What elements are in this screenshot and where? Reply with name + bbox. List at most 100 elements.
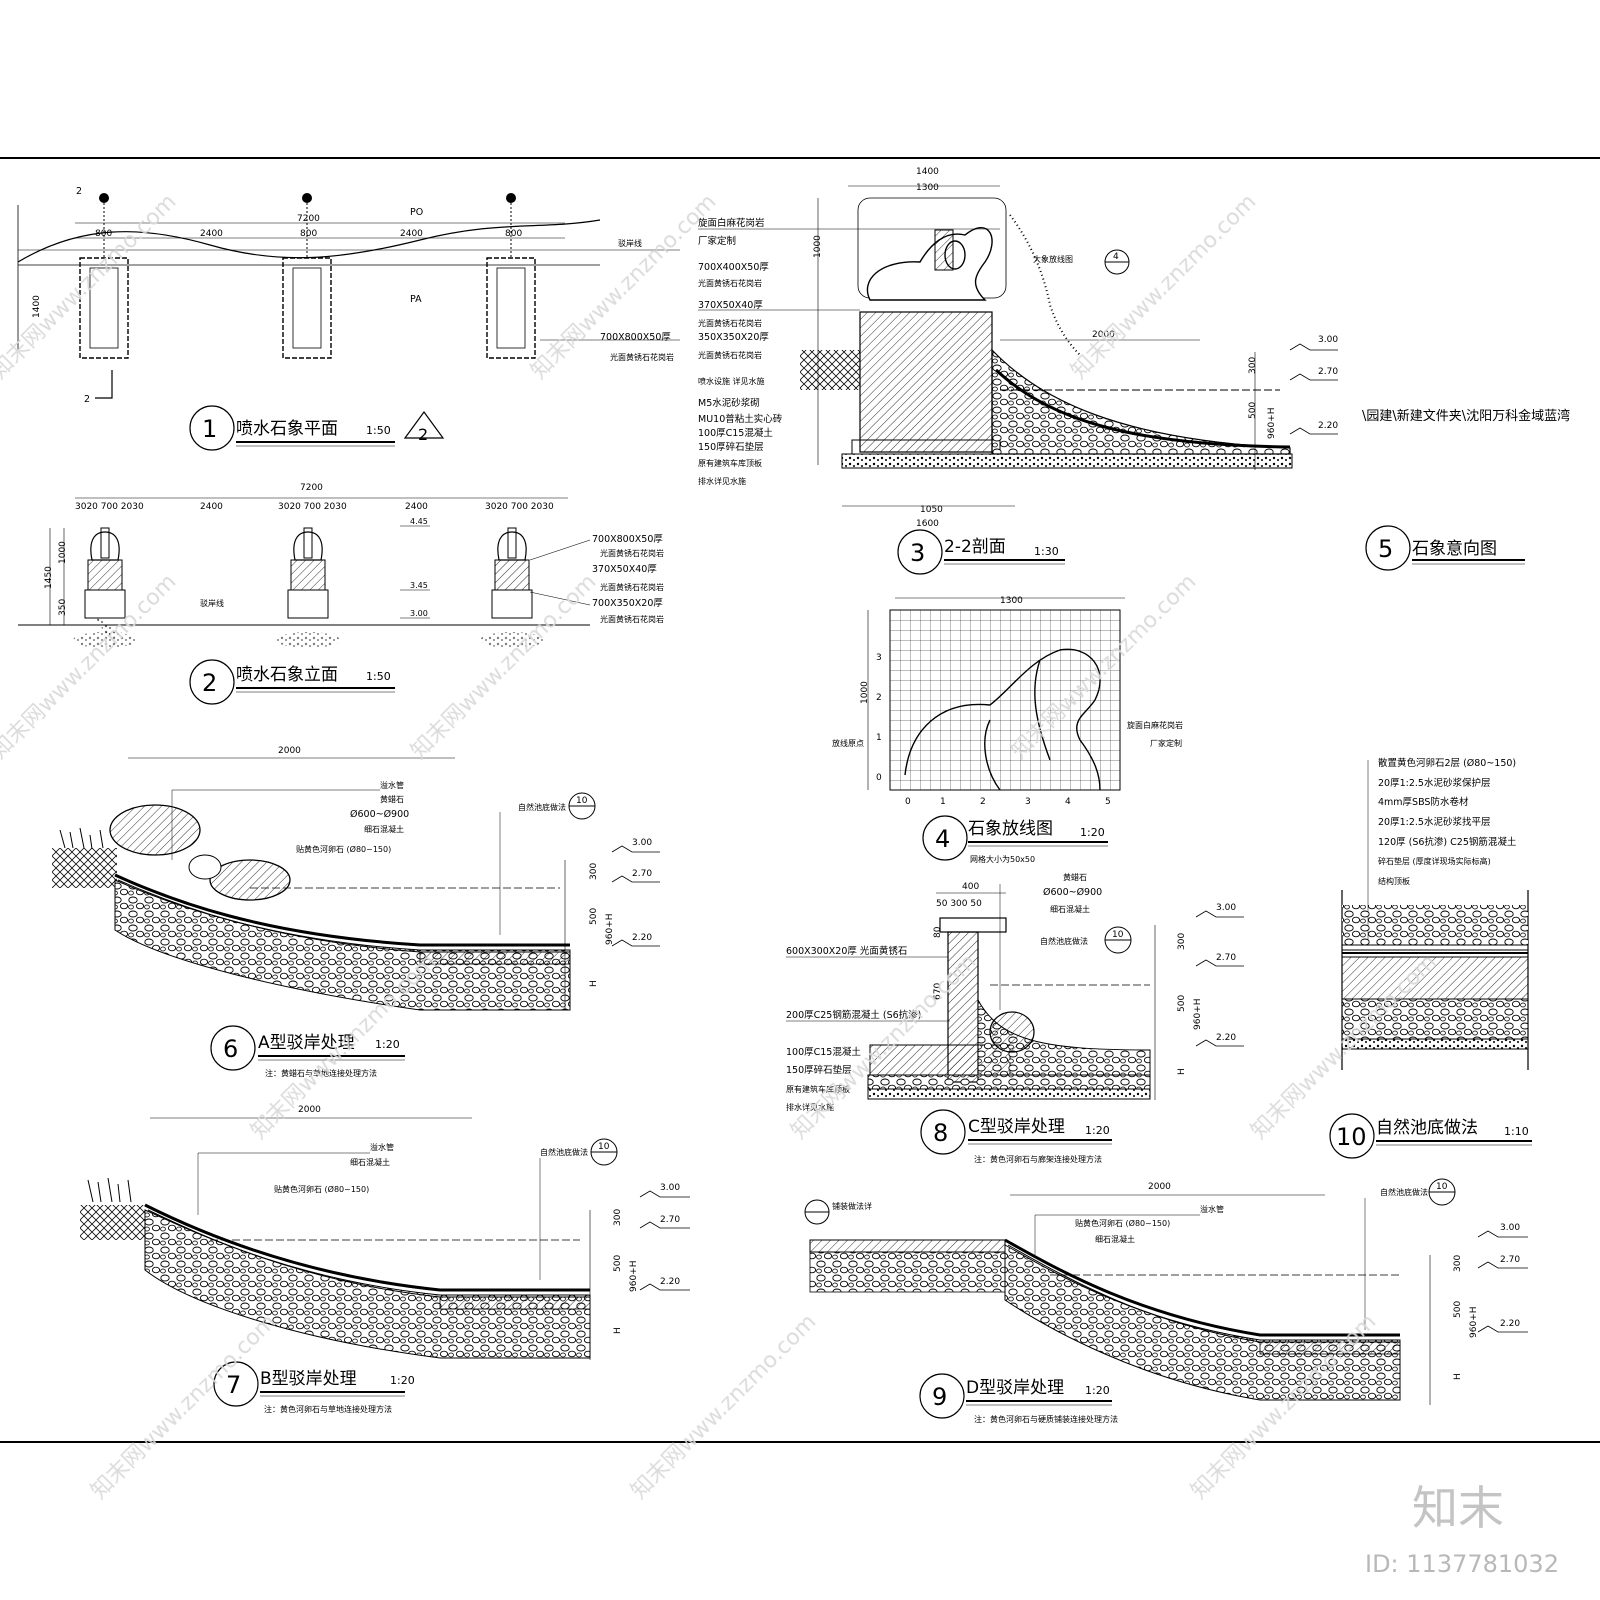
svg-text:厂家定制: 厂家定制	[1150, 738, 1182, 748]
svg-text:3.00: 3.00	[1318, 335, 1338, 345]
svg-text:1000: 1000	[813, 235, 823, 258]
elevation-elephant-1	[84, 527, 126, 638]
svg-text:知末网www.znzmo.com: 知末网www.znzmo.com	[87, 1309, 282, 1504]
section-elephant-head	[866, 227, 993, 301]
svg-text:2: 2	[84, 394, 90, 405]
svg-text:自然池底做法: 自然池底做法	[1380, 1187, 1428, 1197]
svg-text:光面黄锈石花岗岩: 光面黄锈石花岗岩	[600, 582, 664, 592]
svg-text:溢水管: 溢水管	[380, 780, 404, 790]
svg-text:Ø600~Ø900: Ø600~Ø900	[1043, 887, 1102, 898]
svg-text:4: 4	[1113, 252, 1119, 262]
svg-text:960+H: 960+H	[629, 1261, 639, 1293]
svg-text:3.00: 3.00	[632, 838, 652, 848]
drawing-3-title: 2-2剖面	[944, 537, 1006, 557]
svg-text:1:20: 1:20	[1085, 1124, 1110, 1137]
svg-text:50 300 50: 50 300 50	[936, 899, 982, 909]
drawing-4-title: 石象放线图	[968, 819, 1053, 839]
svg-text:大象放线图: 大象放线图	[1033, 254, 1073, 264]
drawing-1-plan: 7200 800 2400 800 2400 800 1400 PO PA 驳岸…	[17, 186, 680, 451]
svg-text:500: 500	[1453, 1301, 1463, 1318]
svg-text:网格大小为50x50: 网格大小为50x50	[970, 854, 1035, 864]
svg-text:2400: 2400	[200, 229, 223, 239]
svg-text:20厚1:2.5水泥砂浆找平层: 20厚1:2.5水泥砂浆找平层	[1378, 816, 1490, 828]
svg-text:960+H: 960+H	[1193, 999, 1203, 1031]
svg-text:700X400X50厚: 700X400X50厚	[698, 262, 769, 273]
svg-text:350X350X20厚: 350X350X20厚	[698, 332, 769, 343]
drawing-9-title: D型驳岸处理	[966, 1378, 1064, 1398]
svg-text:细石混凝土: 细石混凝土	[1050, 904, 1090, 914]
brand-watermark: 知末	[1412, 1481, 1504, 1535]
svg-text:370X50X40厚: 370X50X40厚	[698, 300, 763, 311]
svg-text:H: H	[613, 1327, 623, 1334]
svg-text:3.00: 3.00	[1216, 903, 1236, 913]
svg-text:注：黄色河卵石与硬质铺装连接处理方法: 注：黄色河卵石与硬质铺装连接处理方法	[974, 1414, 1118, 1424]
drawing-7-title: B型驳岸处理	[260, 1369, 357, 1389]
svg-text:自然池底做法: 自然池底做法	[1040, 936, 1088, 946]
plan-stone-3	[486, 193, 536, 359]
svg-text:细石混凝土: 细石混凝土	[364, 824, 404, 834]
svg-text:自然池底做法: 自然池底做法	[540, 1147, 588, 1157]
svg-text:知末网www.znzmo.com: 知末网www.znzmo.com	[1067, 189, 1262, 384]
svg-text:4: 4	[1065, 797, 1071, 807]
svg-text:300: 300	[613, 1209, 623, 1226]
svg-text:贴黄色河卵石 (Ø80~150): 贴黄色河卵石 (Ø80~150)	[1075, 1218, 1170, 1228]
svg-text:黄蜡石: 黄蜡石	[380, 794, 404, 804]
drawing-1-title: 喷水石象平面	[236, 419, 338, 439]
svg-text:2.70: 2.70	[1216, 953, 1236, 963]
pool-base-pebbles	[1342, 905, 1528, 945]
drawing-5-number: 5	[1378, 535, 1393, 563]
svg-text:知末网www.znzmo.com: 知末网www.znzmo.com	[627, 1309, 822, 1504]
pool-base-concrete	[1341, 956, 1529, 1000]
drawing-7-b-type: 2000 溢水管 细石混凝土 贴黄色河卵石 (Ø80~150) 自然池底做法 1…	[80, 1105, 690, 1414]
drawing-9-d-type: 2000 铺装做法详 溢水管 贴黄色河卵石 (Ø80~150) 细石混凝土 自然…	[804, 1178, 1528, 1424]
svg-text:670: 670	[933, 983, 943, 1000]
svg-text:溢水管: 溢水管	[370, 1142, 394, 1152]
drawing-4-layout-grid: 1300 1000 0 1 2 3 4 5 0 1 2 3 放线原点 旋面白麻花…	[832, 596, 1183, 864]
svg-text:1:20: 1:20	[1085, 1384, 1110, 1397]
elevation-elephant-3	[491, 527, 533, 619]
elevation-elephant-2	[287, 527, 329, 619]
svg-text:H: H	[1177, 1068, 1187, 1075]
svg-text:2: 2	[876, 693, 882, 703]
svg-text:1:30: 1:30	[1034, 545, 1059, 558]
svg-text:2.70: 2.70	[1500, 1255, 1520, 1265]
svg-text:120厚 (S6抗渗) C25钢筋混凝土: 120厚 (S6抗渗) C25钢筋混凝土	[1378, 836, 1517, 848]
id-watermark: ID: 1137781032	[1365, 1550, 1559, 1578]
svg-text:700X350X20厚: 700X350X20厚	[592, 598, 663, 609]
svg-text:2.20: 2.20	[1216, 1033, 1236, 1043]
svg-text:960+H: 960+H	[605, 914, 615, 946]
svg-text:2.70: 2.70	[632, 869, 652, 879]
drawing-8-number: 8	[933, 1119, 948, 1147]
svg-text:1300: 1300	[916, 183, 939, 193]
svg-text:2.20: 2.20	[1318, 421, 1338, 431]
svg-text:原有建筑车库顶板: 原有建筑车库顶板	[698, 458, 762, 468]
svg-text:10: 10	[598, 1142, 610, 1152]
svg-text:铺装做法详: 铺装做法详	[832, 1201, 872, 1211]
svg-text:2.20: 2.20	[632, 933, 652, 943]
svg-text:2: 2	[980, 797, 986, 807]
svg-text:2.20: 2.20	[660, 1277, 680, 1287]
svg-text:700X800X50厚: 700X800X50厚	[592, 534, 663, 545]
svg-text:0: 0	[876, 773, 882, 783]
svg-text:1:20: 1:20	[1080, 826, 1105, 839]
svg-text:7200: 7200	[300, 483, 323, 493]
svg-text:2.70: 2.70	[660, 1215, 680, 1225]
drawing-8-c-type: 400 50 300 50 80 670 600X300X20厚 光面黄锈石 2…	[786, 872, 1244, 1164]
svg-text:1300: 1300	[1000, 596, 1023, 606]
svg-text:M5水泥砂浆砌: M5水泥砂浆砌	[698, 397, 760, 409]
drawing-2-title: 喷水石象立面	[236, 665, 338, 685]
svg-text:10: 10	[1112, 930, 1124, 940]
svg-text:3020 700 2030: 3020 700 2030	[278, 502, 347, 512]
pool-base-layer-labels: 散置黄色河卵石2层 (Ø80~150) 20厚1:2.5水泥砂浆保护层 4mm厚…	[1367, 757, 1517, 940]
svg-text:自然池底做法: 自然池底做法	[518, 802, 566, 812]
svg-text:960+H: 960+H	[1469, 1307, 1479, 1339]
svg-text:散置黄色河卵石2层 (Ø80~150): 散置黄色河卵石2层 (Ø80~150)	[1378, 757, 1516, 769]
svg-text:1400: 1400	[916, 167, 939, 177]
svg-text:光面黄锈石花岗岩: 光面黄锈石花岗岩	[698, 318, 762, 328]
svg-text:300: 300	[1248, 357, 1258, 374]
svg-text:2400: 2400	[400, 229, 423, 239]
svg-text:960+H: 960+H	[1267, 408, 1277, 440]
svg-text:碎石垫层 (厚度详现场实际标高): 碎石垫层 (厚度详现场实际标高)	[1378, 856, 1491, 866]
svg-text:1:50: 1:50	[366, 670, 391, 683]
